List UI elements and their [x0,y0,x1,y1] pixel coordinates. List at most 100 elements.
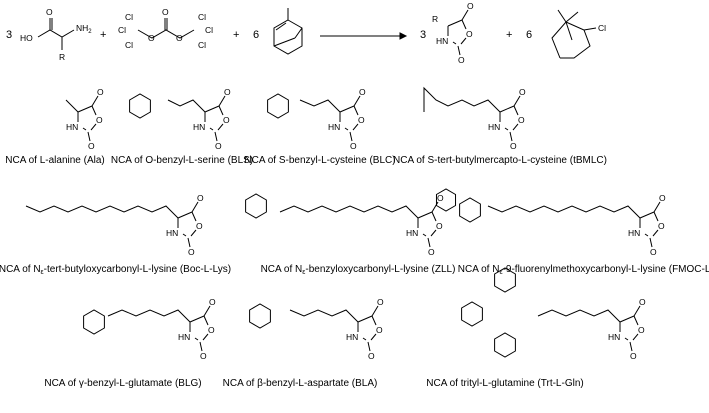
svg-text:Cl: Cl [125,40,133,50]
plus-sign: + [506,29,512,41]
svg-text:Cl: Cl [598,23,606,33]
coef-amino-acid: 3 [6,29,12,41]
nca-structure: O O O HN [435,188,666,257]
svg-text:O: O [162,7,169,17]
svg-text:O: O [437,193,444,203]
nca-structure: O O O HN [25,193,204,257]
svg-text:O: O [188,247,195,257]
compound-label: NCA of S-tert-butylmercapto-L-cysteine (… [393,155,607,166]
compound-label: NCA of trityl-L-glutamine (Trt-L-Gln) [426,378,583,389]
svg-text:HN: HN [166,228,178,238]
svg-text:Cl: Cl [198,40,206,50]
svg-text:NH2: NH2 [76,23,92,35]
plus-sign: + [100,29,106,41]
svg-text:O: O [638,325,645,335]
svg-text:O: O [466,29,473,39]
compound-5: O O O HN NCA of Nε-tert-butyloxycarbonyl-L-l… [0,193,231,276]
svg-text:O: O [196,221,203,231]
svg-text:Cl: Cl [198,12,206,22]
pinene-structure [273,8,303,55]
svg-text:R: R [59,52,65,62]
svg-text:O: O [223,115,230,125]
svg-text:HN: HN [178,332,190,342]
nca-structure: O O O HN [423,86,526,151]
svg-text:HN: HN [346,332,358,342]
compound-label: NCA of γ-benzyl-L-glutamate (BLG) [44,378,201,389]
svg-text:O: O [176,33,183,43]
svg-text:O: O [659,193,666,203]
nca-structure: O O O HN [83,297,216,361]
coef-chloride: 6 [526,29,532,41]
svg-text:O: O [436,221,443,231]
coef-nca: 3 [420,29,426,41]
compound-label: NCA of Nε-benzyloxycarbonyl-L-lysine (ZL… [261,264,456,276]
svg-text:O: O [519,87,526,97]
svg-text:Cl: Cl [205,25,213,35]
svg-text:O: O [376,325,383,335]
svg-text:O: O [224,87,231,97]
amino-acid-structure: O HO NH2 R [20,7,92,62]
svg-text:O: O [467,1,474,11]
compound-8: O O O HN NCA of γ-benzyl-L-glutamate (BLG) [44,297,216,389]
svg-text:O: O [209,297,216,307]
svg-text:HN: HN [628,228,640,238]
svg-text:HN: HN [66,122,78,132]
svg-text:O: O [359,87,366,97]
svg-text:O: O [377,297,384,307]
nca-structure: O O O HN [65,87,104,151]
compound-label: NCA of Nε-9-fluorenylmethoxycarbonyl-L-l… [458,264,709,276]
compound-10: O O O HN NCA of trityl-L-glutamine (Trt-L-Gl… [426,267,646,389]
svg-text:O: O [208,325,215,335]
svg-text:O: O [148,33,155,43]
svg-text:O: O [96,115,103,125]
svg-text:HN: HN [328,122,340,132]
svg-text:O: O [350,141,357,151]
svg-text:O: O [639,297,646,307]
svg-text:HN: HN [608,332,620,342]
svg-text:HN: HN [488,122,500,132]
bornyl-chloride-structure: Cl [551,9,606,59]
compound-label: NCA of β-benzyl-L-aspartate (BLA) [223,378,378,389]
svg-text:O: O [658,221,665,231]
svg-text:O: O [458,55,465,65]
coef-pinene: 6 [253,29,259,41]
svg-text:R: R [432,14,438,24]
compound-label: NCA of Nε-tert-butyloxycarbonyl-L-lysine… [0,264,231,276]
svg-text:HN: HN [436,36,448,46]
compound-1: O O O HN NCA of L-alanine (Ala) [5,87,105,166]
compound-label: NCA of S-benzyl-L-cysteine (BLC) [244,155,395,166]
svg-text:O: O [88,141,95,151]
nca-structure: O O O HN [461,267,646,361]
svg-text:O: O [97,87,104,97]
svg-text:O: O [428,247,435,257]
plus-sign: + [233,29,239,41]
triphosgene-structure: O O O Cl Cl Cl Cl Cl Cl [118,7,213,50]
svg-text:Cl: Cl [125,12,133,22]
svg-text:O: O [518,115,525,125]
svg-text:O: O [200,351,207,361]
svg-text:O: O [46,7,53,17]
svg-text:Cl: Cl [118,25,126,35]
reaction-arrow [320,32,408,40]
svg-text:O: O [630,351,637,361]
nca-product-structure: O O O HN R [432,1,474,65]
svg-text:O: O [510,141,517,151]
svg-text:O: O [197,193,204,203]
compound-label: NCA of O-benzyl-L-serine (BLS) [111,155,253,166]
svg-text:HO: HO [20,33,33,43]
compound-label: NCA of L-alanine (Ala) [5,155,105,166]
svg-text:HN: HN [193,122,205,132]
compound-4: O O O HN NCA of S-tert-butylmercapto-L-cyste… [393,86,607,166]
svg-text:O: O [650,247,657,257]
compound-7: O O O HN NCA of Nε-9-fluorenylmethoxycarbony… [435,188,709,276]
